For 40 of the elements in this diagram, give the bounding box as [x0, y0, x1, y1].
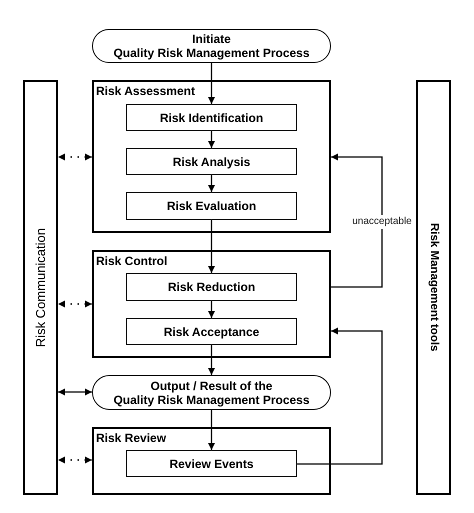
arrow: [208, 220, 215, 273]
process-box: [126, 192, 297, 220]
arrow: [208, 345, 215, 375]
side-panel: [416, 80, 451, 495]
terminal-pill: [92, 375, 331, 410]
panel-label: Risk Communication: [33, 228, 48, 348]
process-label: Risk Analysis: [172, 154, 250, 168]
arrow: [208, 410, 215, 450]
stage-heading: Risk Review: [96, 431, 166, 445]
stage-frame: [92, 80, 331, 233]
arrow: [208, 175, 215, 192]
process-label: Risk Evaluation: [166, 199, 256, 213]
arrow: [331, 154, 383, 288]
process-box: [126, 273, 297, 301]
stage-frame: [92, 250, 331, 358]
double-arrow: [58, 456, 92, 464]
terminal-pill: [92, 29, 331, 63]
process-box: [126, 104, 297, 131]
double-arrow: [58, 154, 92, 160]
side-panel: [23, 80, 58, 495]
process-label: Risk Reduction: [168, 280, 256, 294]
stage-heading: Risk Control: [96, 254, 168, 268]
arrow: [297, 328, 383, 465]
terminal-label: Output / Result of the Quality Risk Management Process: [113, 378, 310, 406]
double-arrow: [58, 388, 92, 396]
process-label: Review Events: [169, 456, 254, 470]
process-label: Risk Identification: [160, 110, 264, 124]
arrow: [208, 301, 215, 318]
process-label: Risk Acceptance: [164, 324, 260, 338]
arrow: [208, 131, 215, 148]
panel-label: Risk Management tools: [427, 223, 441, 352]
process-box: [126, 450, 297, 477]
process-box: [126, 318, 297, 345]
edge-label: unacceptable: [351, 215, 413, 229]
stage-heading: Risk Assessment: [96, 84, 195, 98]
process-box: [126, 148, 297, 175]
terminal-label: Initiate Quality Risk Management Process: [113, 32, 310, 60]
stage-frame: [92, 427, 331, 495]
double-arrow: [58, 300, 92, 308]
arrow: [208, 63, 215, 104]
